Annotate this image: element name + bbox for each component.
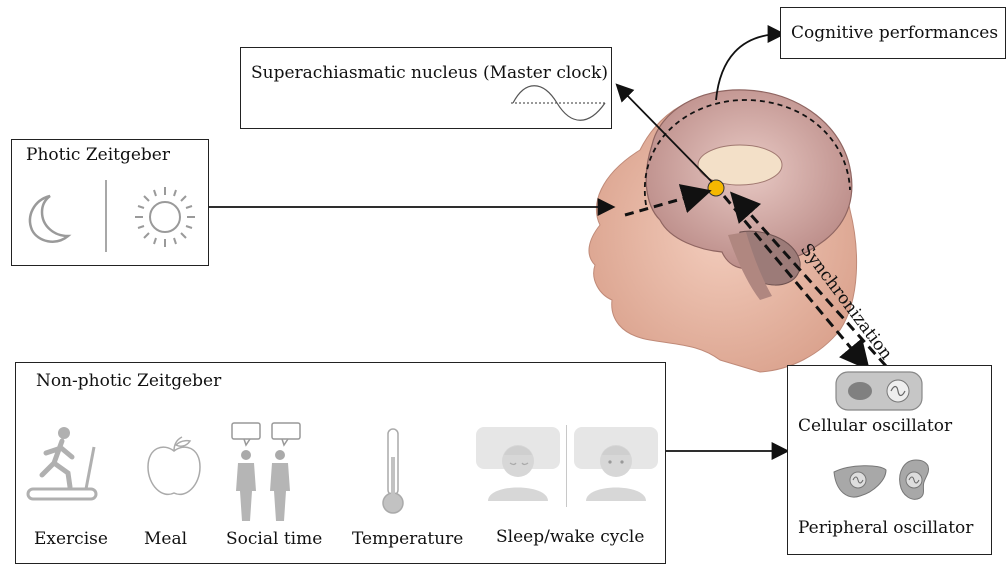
photic-divider (105, 180, 107, 252)
moon-icon (16, 190, 76, 250)
zeitgeber-label-social-time: Social time (226, 529, 322, 549)
cognitive-label: Cognitive performances (791, 23, 998, 43)
cognitive-box: Cognitive performances (780, 7, 1006, 59)
sleep-divider (566, 425, 567, 507)
cellular-label: Cellular oscillator (798, 416, 952, 436)
zeitgeber-label-exercise: Exercise (34, 529, 108, 549)
eye-scn-dashed-arrow (625, 192, 706, 215)
zeitgeber-label-sleep-wake: Sleep/wake cycle (496, 527, 644, 547)
liver-icon (830, 462, 890, 502)
sync-arrow-down (724, 196, 866, 366)
apple-icon (144, 435, 204, 505)
scn-label-arrow (618, 86, 712, 182)
kidney-icon (896, 456, 936, 506)
sleeping-person-icon (474, 425, 564, 505)
cognitive-arrow (716, 34, 782, 100)
two-people-talking-icon (228, 421, 318, 531)
treadmill-runner-icon (24, 423, 104, 503)
nonphotic-label: Non-photic Zeitgeber (36, 371, 221, 391)
waking-person-icon (572, 425, 662, 505)
photic-label: Photic Zeitgeber (26, 145, 170, 165)
peripheral-label: Peripheral oscillator (798, 518, 973, 538)
nonphotic-box: Non-photic Zeitgeber Exercise Meal Socia… (15, 362, 666, 564)
sine-wave-icon (509, 82, 609, 122)
cell-icon (834, 370, 924, 412)
scn-box: Superachiasmatic nucleus (Master clock) (240, 47, 612, 129)
sun-icon (130, 182, 200, 252)
zeitgeber-label-temperature: Temperature (352, 529, 463, 549)
scn-label: Superachiasmatic nucleus (Master clock) (251, 63, 608, 83)
photic-box: Photic Zeitgeber (11, 139, 209, 266)
zeitgeber-label-meal: Meal (144, 529, 187, 549)
oscillator-box: Cellular oscillator Peripheral oscillato… (787, 365, 992, 555)
thermometer-icon (378, 427, 408, 517)
